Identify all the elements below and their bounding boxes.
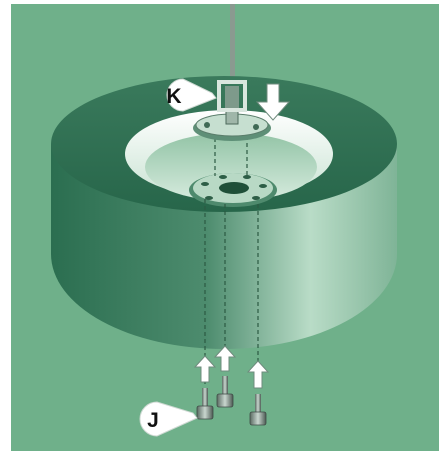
- bracket-bolt-hole: [204, 122, 210, 128]
- lug-hole: [205, 196, 213, 200]
- bolt-icon: [197, 388, 213, 419]
- hoist-cable: [230, 4, 235, 84]
- lug-hole: [259, 184, 267, 188]
- diagram-panel: K J: [11, 4, 439, 451]
- bolt-icon: [217, 376, 233, 407]
- j-callout: J: [140, 402, 197, 436]
- lug-hole: [243, 175, 251, 179]
- arrow-up-icon: [215, 346, 235, 371]
- arrow-up-icon: [248, 361, 268, 388]
- bolt-head: [217, 394, 233, 407]
- spare-wheel-illustration: K J: [11, 4, 439, 451]
- lug-hole: [219, 175, 227, 179]
- arrow-up-icon: [195, 356, 215, 382]
- callout-label-k: K: [166, 85, 181, 108]
- bracket-bolt-hole: [253, 124, 259, 130]
- bolt-shank: [222, 376, 228, 396]
- bolt-head: [250, 412, 266, 425]
- lug-hole: [201, 182, 209, 186]
- bolt-head: [197, 406, 213, 419]
- callout-label-j: J: [147, 409, 159, 432]
- hub-center-hole: [219, 182, 249, 194]
- bolt-shank: [255, 394, 261, 414]
- bolt-shank: [202, 388, 208, 408]
- bracket-hook-inner: [225, 86, 239, 108]
- lug-hole: [252, 196, 260, 200]
- bolt-icon: [250, 394, 266, 425]
